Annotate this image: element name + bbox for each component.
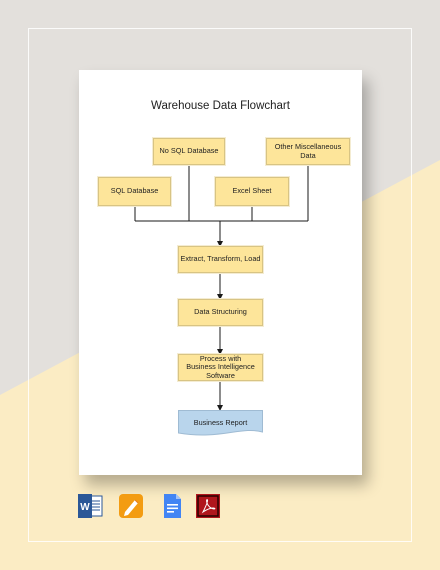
svg-text:W: W [80, 502, 90, 513]
page-title: Warehouse Data Flowchart [151, 100, 290, 112]
google-docs-icon[interactable] [159, 493, 185, 519]
node-business-report-shape [178, 410, 263, 436]
node-excel-sheet: Excel Sheet [215, 177, 289, 206]
format-icons: W [77, 493, 227, 521]
node-nosql-database: No SQL Database [153, 138, 225, 165]
document-page: Warehouse Data Flowchart No SQL Database… [79, 70, 362, 475]
pages-icon[interactable] [118, 493, 144, 519]
node-data-structuring: Data Structuring [178, 299, 263, 326]
flow-connectors [134, 165, 309, 411]
node-sql-database: SQL Database [98, 177, 171, 206]
decorative-frame [28, 28, 412, 542]
node-process-bi-software: Process with Business Intelligence Softw… [178, 354, 263, 381]
pdf-icon[interactable] [195, 493, 221, 519]
node-business-report: Business Report [193, 417, 248, 427]
node-other-miscellaneous-data: Other Miscellaneous Data [266, 138, 350, 165]
word-icon[interactable]: W [77, 493, 103, 519]
node-extract-transform-load: Extract, Transform, Load [178, 246, 263, 273]
